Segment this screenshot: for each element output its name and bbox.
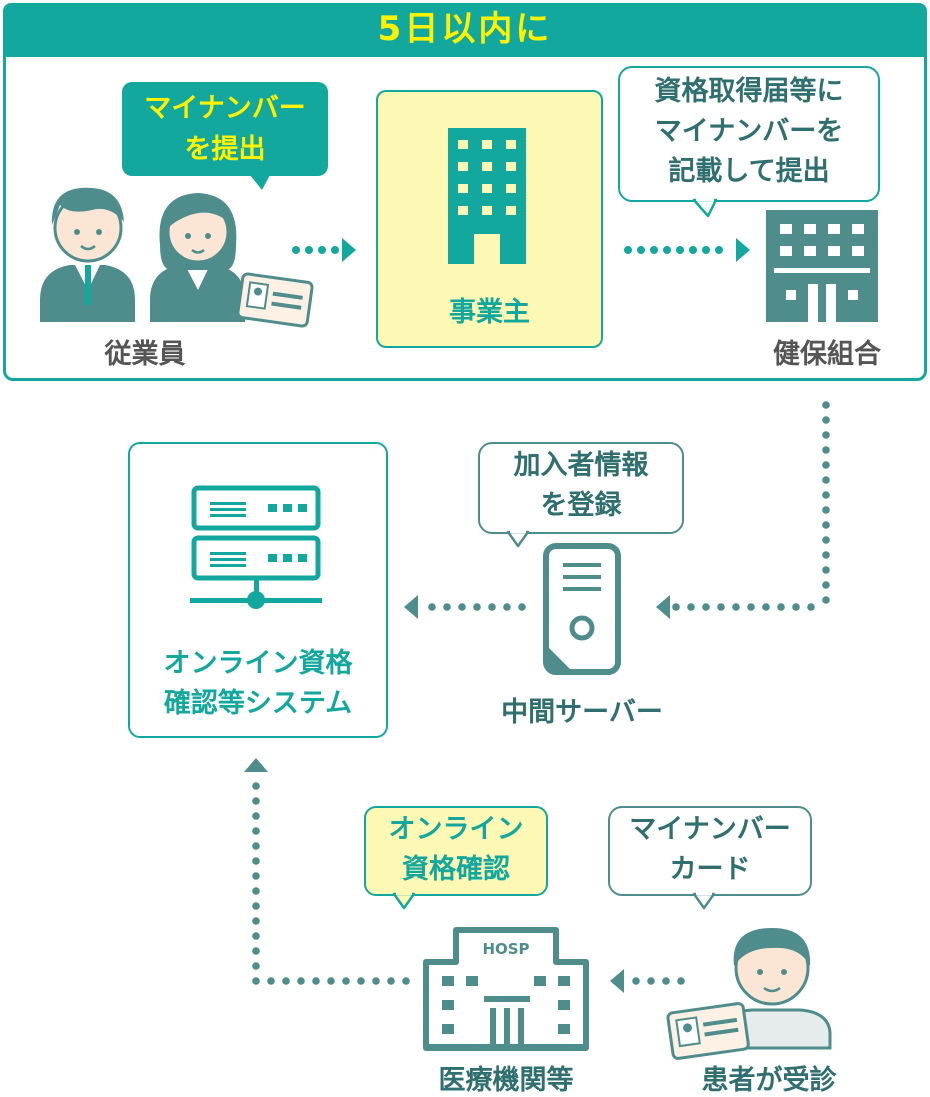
employee-bubble-text: マイナンバー を提出: [144, 93, 306, 165]
hospital-label: 医療機関等: [438, 1065, 574, 1096]
hospital-bubble-text: オンライン 資格確認: [388, 814, 524, 885]
server-bubble-text: 加入者情報 を登録: [513, 450, 649, 521]
employer-label: 事業主: [449, 297, 530, 328]
hospital-sign: HOSP: [482, 940, 530, 958]
patient-bubble-text: マイナンバー カード: [629, 814, 791, 885]
insurer-bubble-text: 資格取得届等に マイナンバーを 記載して提出: [654, 76, 844, 187]
system-label: オンライン資格 確認等システム: [163, 648, 353, 719]
insurer-bubble: [618, 66, 880, 202]
server-bubble: [478, 442, 684, 534]
employee-bubble: [122, 82, 328, 176]
patient-label: 患者が受診: [701, 1065, 837, 1096]
top-frame-header: [3, 3, 927, 57]
hospital-bubble: [364, 806, 548, 896]
insurer-label: 健保組合: [773, 339, 881, 370]
server-label: 中間サーバー: [501, 697, 663, 728]
frame-title: 5日以内に: [377, 9, 553, 49]
employee-label: 従業員: [104, 339, 186, 370]
